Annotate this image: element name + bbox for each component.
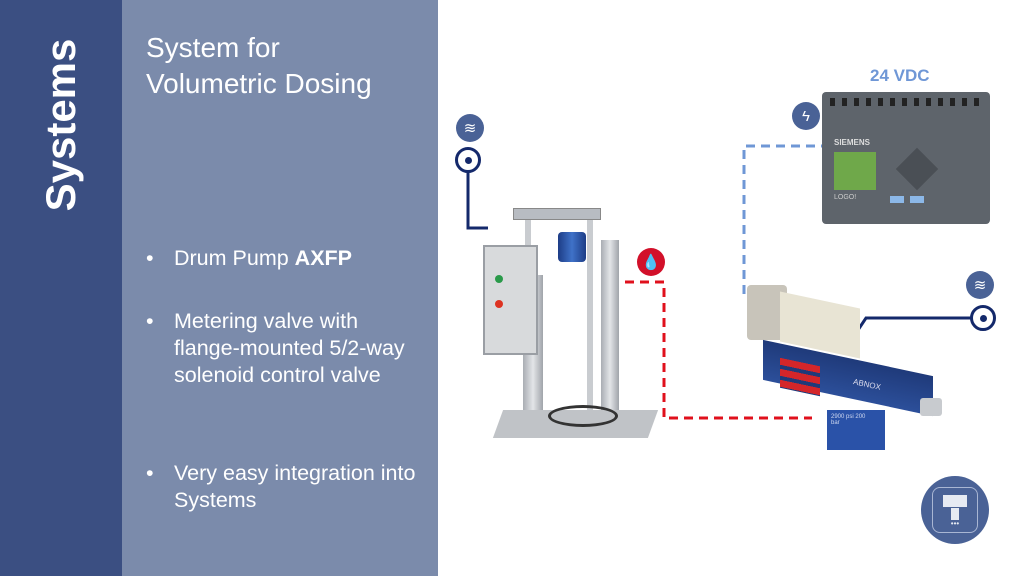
compressed-air-icon: ≋: [456, 114, 484, 142]
title-line-2: Volumetric Dosing: [146, 68, 372, 99]
air-connector-icon: [970, 305, 996, 331]
dispensing-icon: •••: [921, 476, 989, 544]
plc-brand: SIEMENS: [834, 138, 871, 147]
fluid-line: [610, 280, 812, 420]
title-line-1: System for: [146, 32, 280, 63]
sidebar: [0, 0, 122, 576]
fluid-drop-icon: 💧: [637, 248, 665, 276]
compressed-air-icon: ≋: [966, 271, 994, 299]
power-label: 24 VDC: [870, 66, 930, 85]
slide-title: System for Volumetric Dosing: [146, 30, 372, 102]
bullet-text: Drum Pump: [174, 246, 295, 270]
text-panel: [122, 0, 438, 576]
bullet-bold: AXFP: [294, 246, 353, 270]
power-line: [742, 144, 830, 295]
metering-valve-image: ABNOX 2900 psi 200 bar: [735, 280, 945, 460]
drum-pump-image: [483, 200, 659, 440]
bullet-item: •Drum Pump AXFP: [146, 246, 353, 270]
bullet-item: •Very easy integration into Systems: [146, 461, 416, 512]
air-line-pump: [466, 172, 488, 230]
air-connector-icon: [455, 147, 481, 173]
lightning-icon: ϟ: [792, 102, 820, 130]
bullet-text: Very easy integration into Systems: [174, 461, 416, 512]
plc-controller-image: SIEMENS LOGO!: [822, 92, 990, 224]
air-line-valve: [856, 316, 972, 331]
bullet-item: •Metering valve with flange-mounted 5/2-…: [146, 308, 416, 389]
bullet-text: Metering valve with flange-mounted 5/2-w…: [174, 309, 405, 387]
valve-pressure: 2900 psi 200 bar: [831, 414, 866, 426]
plc-model: LOGO!: [834, 194, 857, 201]
